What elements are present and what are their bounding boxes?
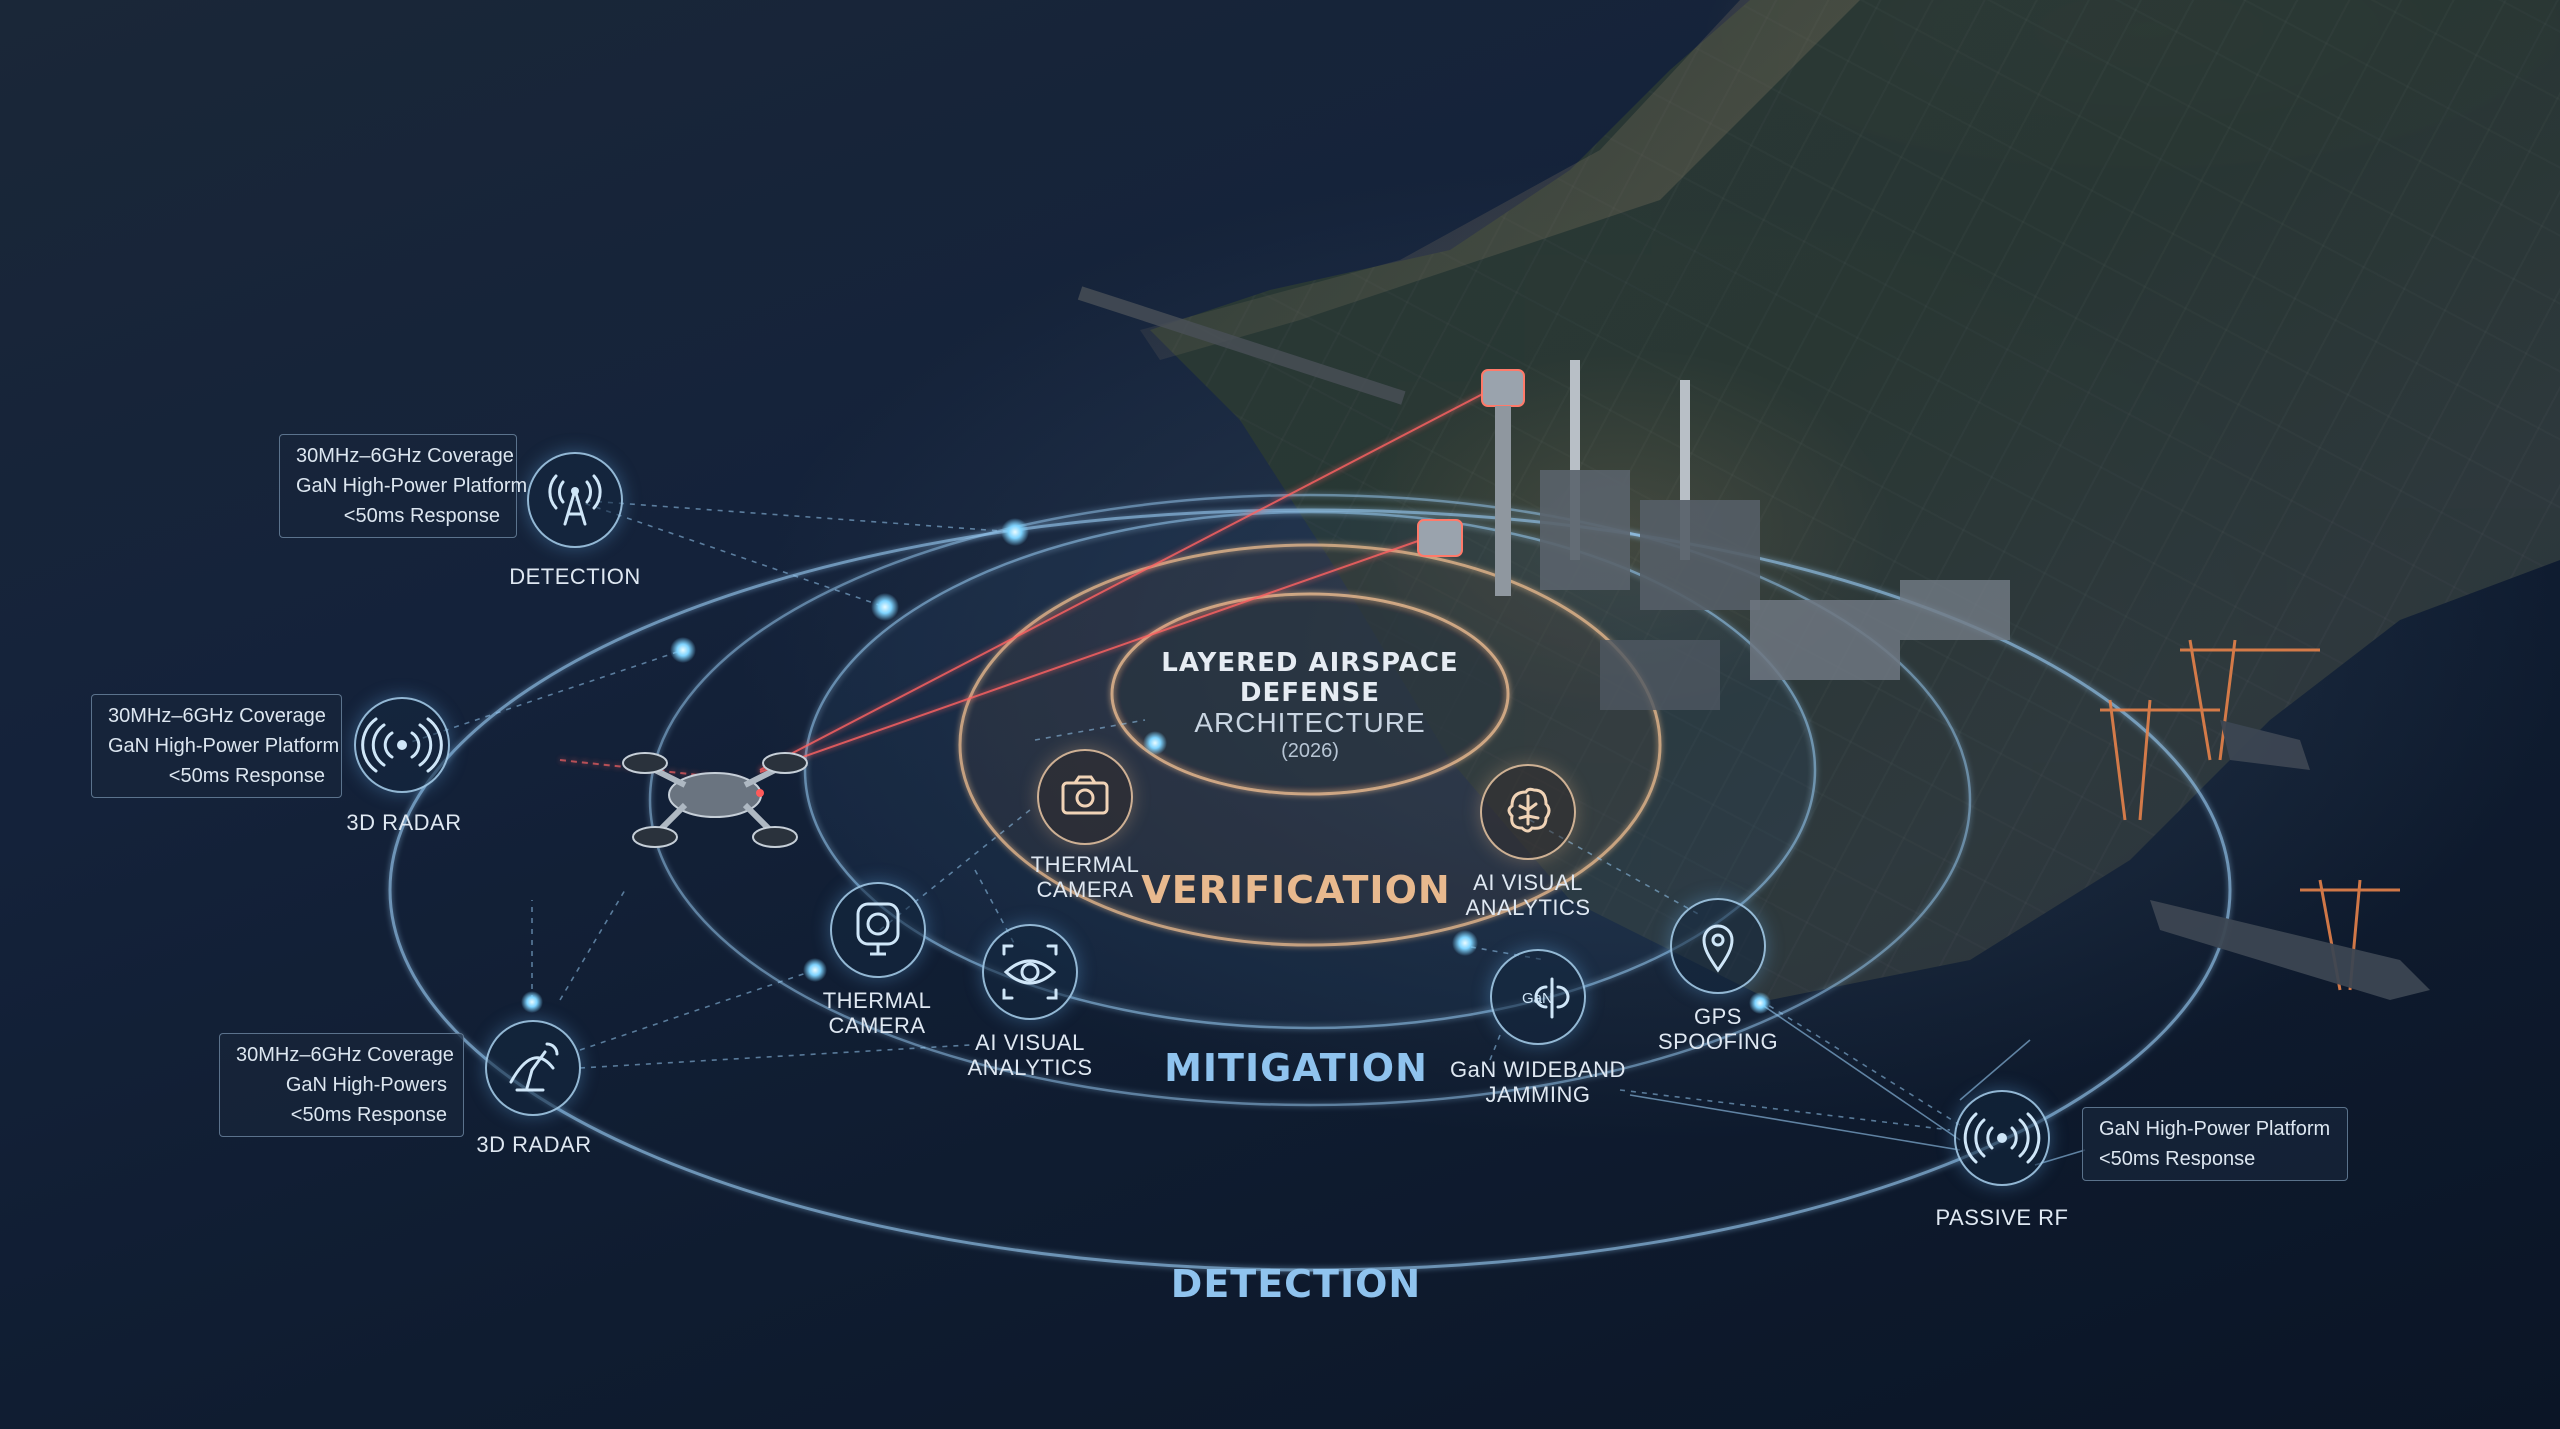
thermal-camera-mid-line1: THERMAL — [822, 988, 932, 1013]
info-box-detection: 30MHz–6GHz Coverage GaN High-Power Platf… — [279, 434, 528, 538]
thermal-camera-icon — [856, 902, 900, 956]
passive-rf-node — [1954, 1090, 2050, 1186]
info-box-line: <50ms Response — [343, 505, 500, 527]
title-line3: ARCHITECTURE — [1194, 707, 1426, 738]
radar-dish-icon — [509, 1042, 559, 1092]
info-box-line: GaN High-Power Platform — [2099, 1118, 2331, 1140]
gan-jamming-node: GaN — [1490, 949, 1586, 1045]
ai-visual-mid-label: AI VISUAL ANALYTICS — [967, 1030, 1092, 1080]
title-line4: (2026) — [1281, 740, 1339, 762]
gps-spoofing-line2: SPOOFING — [1657, 1029, 1779, 1054]
diagram-title: LAYERED AIRSPACE DEFENSE ARCHITECTURE (2… — [1161, 648, 1458, 764]
info-box-line: <50ms Response — [2099, 1148, 2256, 1170]
radar-left-label: 3D RADAR — [346, 810, 462, 835]
thermal-camera-mid-label: THERMAL CAMERA — [823, 988, 932, 1038]
thermal-camera-inner-line1: THERMAL — [1030, 852, 1140, 877]
info-box-line: 30MHz–6GHz Coverage — [108, 705, 326, 727]
ai-visual-inner-line2: ANALYTICS — [1465, 895, 1591, 920]
radar-bottom-node — [485, 1020, 581, 1116]
thermal-camera-mid-node — [830, 882, 926, 978]
thermal-camera-inner-node — [1037, 749, 1133, 845]
radar-signal-icon — [361, 717, 443, 773]
radar-left-node — [354, 697, 450, 793]
tower-sensor-heads — [1417, 360, 2010, 710]
ai-visual-mid-line1: AI VISUAL — [975, 1030, 1085, 1055]
passive-rf-label: PASSIVE RF — [1935, 1205, 2069, 1230]
ring-title-mitigation: MITIGATION — [1164, 1046, 1428, 1090]
ai-visual-inner-label: AI VISUAL ANALYTICS — [1465, 870, 1590, 920]
gps-spoofing-line1: GPS — [1694, 1004, 1742, 1029]
info-box-radar-left: 30MHz–6GHz Coverage GaN High-Power Platf… — [91, 694, 342, 798]
info-box-line: 30MHz–6GHz Coverage — [236, 1044, 454, 1066]
radar-bottom-label: 3D RADAR — [476, 1132, 592, 1157]
detection-antenna-node — [527, 452, 623, 548]
ai-brain-icon — [1507, 787, 1551, 833]
rf-signal-icon — [1963, 1112, 2041, 1164]
ring-title-detection: DETECTION — [1170, 1262, 1422, 1306]
info-box-passive-rf: GaN High-Power Platform <50ms Response — [2082, 1107, 2348, 1181]
thermal-camera-inner-line2: CAMERA — [1036, 877, 1134, 902]
drone-icon — [622, 752, 808, 848]
info-box-line: GaN High-Power Platform — [296, 475, 528, 497]
ai-visual-inner-node — [1480, 764, 1576, 860]
eye-scan-icon — [1002, 944, 1058, 1000]
center-ring — [1110, 592, 1510, 796]
gan-jamming-label: GaN WIDEBAND JAMMING — [1450, 1057, 1626, 1107]
title-line2: DEFENSE — [1239, 678, 1381, 708]
ships — [2150, 720, 2430, 1000]
camera-icon — [1061, 775, 1109, 815]
detection-antenna-label: DETECTION — [509, 564, 641, 589]
ai-visual-mid-node — [982, 924, 1078, 1020]
title-line1: LAYERED AIRSPACE — [1161, 648, 1459, 678]
gan-jammer-icon: GaN — [1522, 977, 1570, 1019]
detection-inner-ring — [648, 493, 1972, 1107]
location-pin-icon — [1702, 924, 1734, 973]
info-box-radar-bottom: 30MHz–6GHz Coverage GaN High-Powers <50m… — [219, 1033, 464, 1137]
antenna-tower-icon — [548, 474, 602, 526]
gps-spoofing-label: GPS SPOOFING — [1658, 1004, 1778, 1054]
gps-spoofing-node — [1670, 898, 1766, 994]
info-box-line: 30MHz–6GHz Coverage — [296, 445, 514, 467]
thermal-camera-mid-line2: CAMERA — [828, 1013, 926, 1038]
info-box-line: GaN High-Power Platform — [108, 735, 340, 757]
ring-title-verification: VERIFICATION — [1141, 868, 1451, 912]
info-box-line: GaN High-Powers — [285, 1074, 447, 1096]
detection-ring — [388, 508, 2232, 1272]
info-box-line: <50ms Response — [290, 1104, 447, 1126]
gan-jamming-line2: JAMMING — [1485, 1082, 1591, 1107]
thermal-camera-inner-label: THERMAL CAMERA — [1031, 852, 1140, 902]
ai-visual-mid-line2: ANALYTICS — [967, 1055, 1093, 1080]
gan-jamming-line1: GaN WIDEBAND — [1450, 1057, 1626, 1082]
link-dots — [521, 518, 1771, 1014]
info-box-line: <50ms Response — [168, 765, 325, 787]
ai-visual-inner-line1: AI VISUAL — [1473, 870, 1583, 895]
